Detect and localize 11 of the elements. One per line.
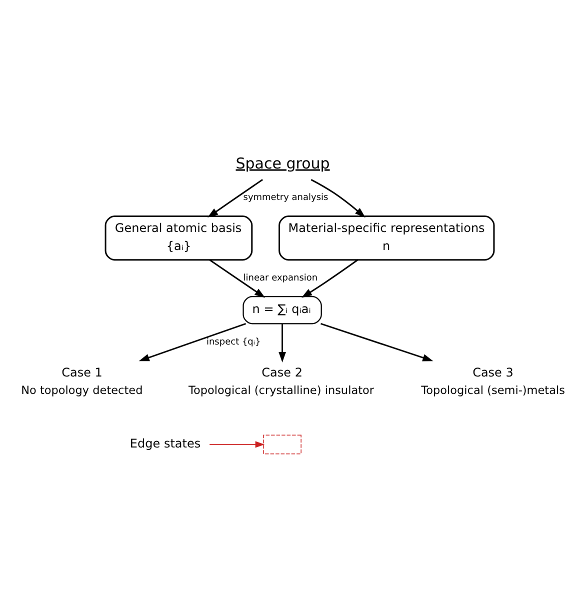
edge-label: symmetry analysis (243, 193, 328, 204)
node-label: Topological (crystalline) insulator (188, 384, 374, 397)
node-label: Topological (semi-)metals (421, 384, 565, 397)
edge-label: linear expansion (243, 274, 318, 284)
node-text: Case 1 (62, 365, 102, 380)
node-text: Case 3 (472, 365, 514, 380)
node-text: Space group (236, 154, 330, 172)
edge-label: inspect {qᵢ} (206, 337, 261, 348)
node-text: Edge states (130, 436, 201, 450)
node-text: Case 2 (262, 365, 302, 380)
node-label: No topology detected (21, 384, 143, 397)
